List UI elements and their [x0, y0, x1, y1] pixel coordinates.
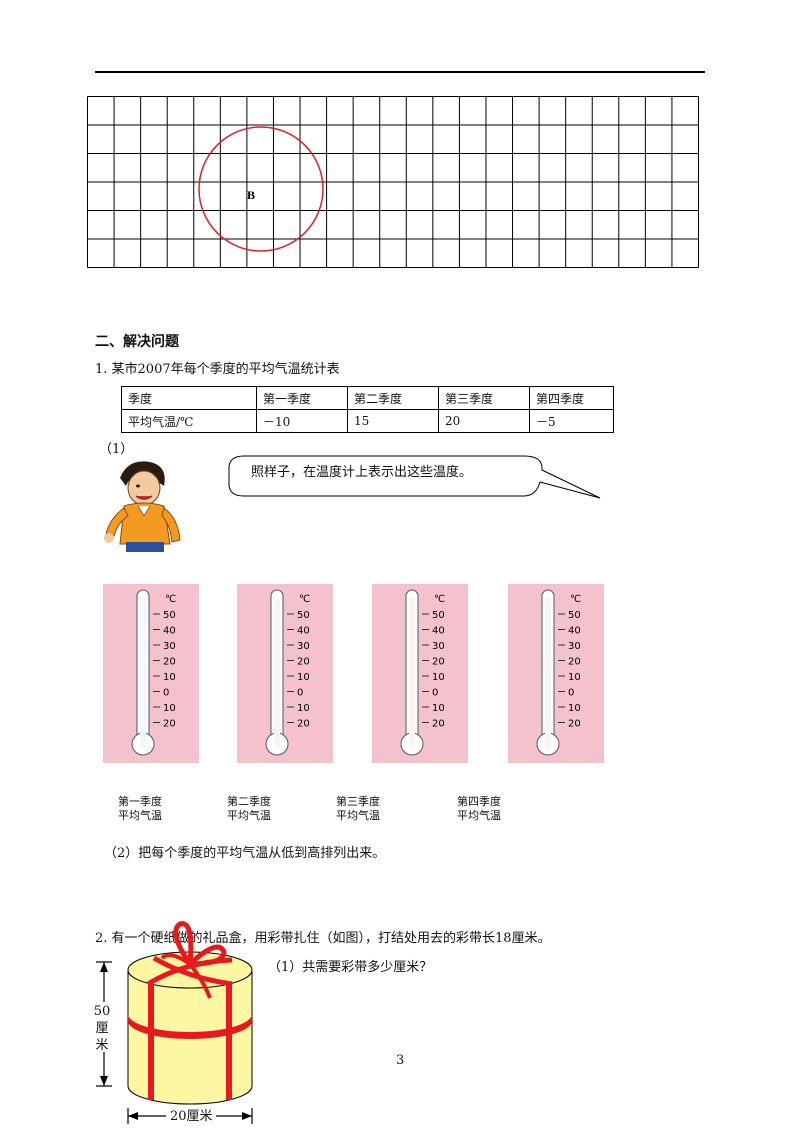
boy-illustration	[104, 461, 181, 552]
header-rule	[95, 71, 705, 73]
tick-label: 30	[432, 641, 445, 652]
table-cell: 第一季度	[256, 386, 348, 410]
speech-bubble	[228, 455, 601, 499]
unit-label: ℃	[434, 594, 445, 605]
tick-label: 10	[163, 703, 176, 714]
question-2-part-1: （1）共需要彩带多少厘米？	[268, 960, 433, 975]
tick-label: 20	[432, 719, 445, 730]
tick-label: 10	[297, 672, 310, 683]
section-title: 二、解决问题	[95, 334, 179, 350]
tick-label: 50	[163, 610, 176, 621]
table-cell: －5	[529, 409, 614, 433]
caption-q1: 第一季度 平均气温	[118, 795, 162, 823]
table-cell: 15	[347, 409, 439, 433]
thermometer: ℃ 50 40 30 20 10 0 10 20	[237, 584, 333, 763]
part-1-label: （1）	[99, 442, 134, 457]
tick-label: 20	[568, 657, 581, 668]
tick-label: 20	[297, 657, 310, 668]
caption-line: 平均气温	[227, 809, 271, 822]
gift-box-illustration	[92, 921, 253, 1124]
thermometer: ℃ 50 40 30 20 10 0 10 20	[508, 584, 604, 763]
question-1-title: 1. 某市2007年每个季度的平均气温统计表	[95, 362, 340, 377]
tick-label: 40	[297, 626, 310, 637]
thermometer: ℃ 50 40 30 20 10 0 10 20	[103, 584, 199, 763]
speech-text: 照样子，在温度计上表示出这些温度。	[251, 465, 473, 480]
caption-line: 第三季度	[336, 795, 380, 808]
caption-line: 第四季度	[457, 795, 501, 808]
tick-label: 30	[297, 641, 310, 652]
caption-line: 第二季度	[227, 795, 271, 808]
tick-label: 10	[432, 703, 445, 714]
part-2-text: （2）把每个季度的平均气温从低到高排列出来。	[104, 846, 386, 861]
tick-label: 0	[432, 688, 438, 699]
tick-label: 20	[163, 657, 176, 668]
tick-label: 40	[432, 626, 445, 637]
caption-line: 平均气温	[457, 809, 501, 822]
table-cell: 第四季度	[529, 386, 614, 410]
height-label-line: 50	[93, 1004, 111, 1019]
square-grid: B	[87, 96, 699, 268]
caption-q3: 第三季度 平均气温	[336, 795, 380, 823]
table-cell: 20	[438, 409, 530, 433]
tick-label: 20	[432, 657, 445, 668]
tick-label: 30	[568, 641, 581, 652]
thermometer: ℃ 50 40 30 20 10 0 10 20	[372, 584, 468, 763]
table-cell: －10	[256, 409, 348, 433]
tick-label: 40	[568, 626, 581, 637]
tick-label: 0	[163, 688, 169, 699]
caption-line: 平均气温	[336, 809, 380, 822]
tick-label: 40	[163, 626, 176, 637]
table-cell: 平均气温/℃	[121, 409, 257, 433]
caption-line: 第一季度	[118, 795, 162, 808]
width-label: 20厘米	[170, 1109, 213, 1124]
table-cell: 第三季度	[438, 386, 530, 410]
table-header-row: 季度 第一季度 第二季度 第三季度 第四季度	[121, 386, 614, 410]
height-label: 50 厘 米	[92, 1003, 112, 1054]
tick-label: 20	[163, 719, 176, 730]
tick-label: 50	[297, 610, 310, 621]
tick-label: 10	[568, 703, 581, 714]
height-label-line: 米	[95, 1038, 109, 1053]
tick-label: 10	[568, 672, 581, 683]
tick-label: 20	[568, 719, 581, 730]
point-b-label: B	[247, 188, 255, 202]
table-row: 平均气温/℃ －10 15 20 －5	[121, 409, 614, 433]
page-number: 3	[396, 1053, 405, 1068]
circle	[198, 126, 324, 252]
tick-label: 10	[297, 703, 310, 714]
tick-label: 50	[432, 610, 445, 621]
tick-label: 0	[568, 688, 574, 699]
tick-label: 10	[432, 672, 445, 683]
tick-label: 0	[297, 688, 303, 699]
tick-label: 10	[163, 672, 176, 683]
tick-label: 50	[568, 610, 581, 621]
unit-label: ℃	[570, 594, 581, 605]
caption-line: 平均气温	[118, 809, 162, 822]
table-cell: 季度	[121, 386, 257, 410]
tick-label: 30	[163, 641, 176, 652]
caption-q4: 第四季度 平均气温	[457, 795, 501, 823]
unit-label: ℃	[165, 594, 176, 605]
unit-label: ℃	[299, 594, 310, 605]
caption-q2: 第二季度 平均气温	[227, 795, 271, 823]
height-label-line: 厘	[95, 1021, 109, 1036]
question-2-title: 2. 有一个硬纸做的礼品盒，用彩带扎住（如图），打结处用去的彩带长18厘米。	[95, 931, 551, 946]
temperature-table: 季度 第一季度 第二季度 第三季度 第四季度 平均气温/℃ －10 15 20 …	[121, 386, 614, 433]
tick-label: 20	[297, 719, 310, 730]
table-cell: 第二季度	[347, 386, 439, 410]
